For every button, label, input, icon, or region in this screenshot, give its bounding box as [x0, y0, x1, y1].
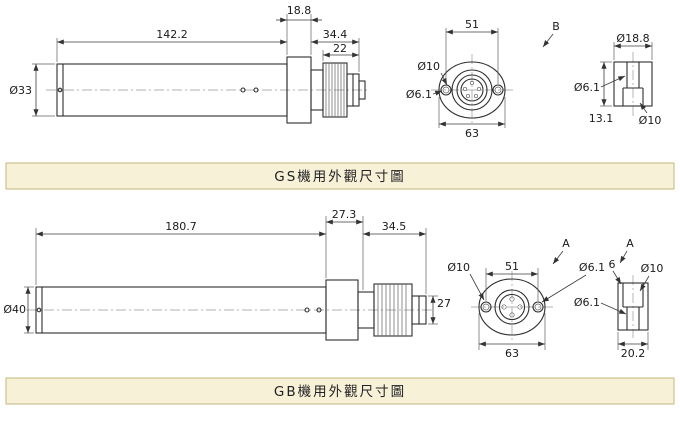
gb-front-view: 51 Ø10 A Ø6.1 63	[447, 237, 605, 360]
gs-front-view: 51 B Ø10 Ø6.1 63	[406, 18, 560, 140]
dim-gs-hole-diameter: Ø6.1	[406, 88, 432, 101]
dim-gb-hole-diameter: Ø6.1	[579, 261, 605, 274]
gs-title-banner: GS機用外觀尺寸圖	[5, 162, 675, 190]
dim-gs-bush-outer-dia: Ø18.8	[616, 32, 649, 45]
gb-section-view: A 6 Ø10 Ø6.1 20.2	[574, 237, 663, 360]
dim-gb-neck-length: 27.3	[332, 208, 357, 221]
dim-gs-bush-length: 13.1	[589, 112, 614, 125]
dim-gb-body-diameter: Ø40	[3, 303, 26, 316]
dim-gb-bush-length: 20.2	[621, 347, 646, 360]
dim-gb-body-length: 180.7	[165, 220, 197, 233]
dim-gb-bush-large-bore: Ø10	[641, 262, 664, 275]
dim-gb-hole-pitch: 51	[505, 260, 519, 273]
gs-section-view: Ø18.8 Ø6.1 13.1 Ø10	[574, 32, 661, 127]
dim-gb-bush-depth: 6	[609, 258, 616, 271]
dim-gs-body-diameter: Ø33	[9, 84, 32, 97]
dim-gs-flange-width: 63	[465, 127, 479, 140]
gb-side-view: 180.7 27.3 34.5 Ø40 27	[3, 208, 451, 341]
dim-gb-cbore-diameter: Ø10	[447, 261, 470, 274]
dim-gs-bush-large-bore: Ø10	[639, 114, 662, 127]
dim-gb-bush-small-bore: Ø6.1	[574, 296, 600, 309]
dim-gs-tip-length: 22	[333, 42, 347, 55]
dim-gs-body-length: 142.2	[156, 28, 188, 41]
gs-banner-title: GS機用外觀尺寸圖	[274, 169, 406, 185]
dim-gb-flange-width: 63	[505, 347, 519, 360]
gs-section-view-label: B	[552, 20, 560, 33]
dim-gs-cbore-diameter: Ø10	[417, 60, 440, 73]
gs-side-view: 142.2 18.8 34.4 22 Ø33	[9, 4, 370, 124]
dim-gb-connector-length: 34.5	[382, 220, 407, 233]
gb-title-banner: GB機用外觀尺寸圖	[5, 377, 675, 405]
dim-gb-connector-diameter: 27	[437, 297, 451, 310]
gb-banner-title: GB機用外觀尺寸圖	[274, 384, 406, 400]
dim-gs-neck-length: 18.8	[287, 4, 312, 17]
gb-section-view-label-front: A	[562, 237, 570, 250]
dim-gs-bush-small-bore: Ø6.1	[574, 81, 600, 94]
gb-section-view-label: A	[626, 237, 634, 250]
dim-gs-hole-pitch: 51	[465, 18, 479, 31]
dim-gs-connector-length: 34.4	[323, 28, 348, 41]
